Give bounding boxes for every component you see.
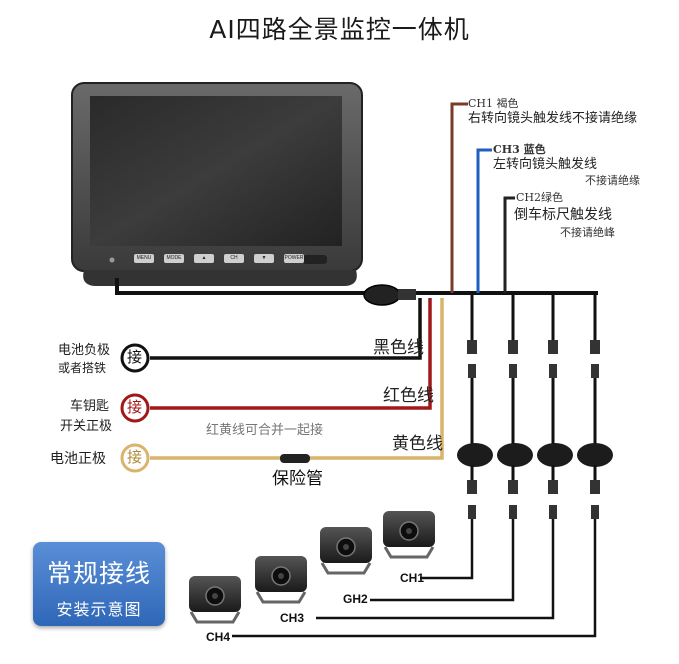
ch2-desc: 倒车标尺触发线	[514, 207, 612, 223]
ch2-tag: CH2绿色	[516, 191, 564, 204]
yellow-knob-text: 接	[127, 448, 143, 466]
lead-2	[370, 293, 533, 602]
down-button: ▼	[254, 254, 274, 263]
ir-sensor	[303, 255, 327, 264]
lead-1	[420, 293, 493, 580]
cam-ch3-label: CH3	[280, 611, 305, 625]
ch3-blue-wire	[476, 148, 492, 293]
cam-ch2-label: GH2	[343, 592, 368, 606]
ch1-brown-wire	[450, 102, 468, 293]
yellow-terminal	[120, 443, 150, 473]
badge-line2: 安装示意图	[56, 602, 142, 619]
fuse-label: 保险管	[272, 469, 323, 488]
monitor-buttons: MENU MODE ▲ CH ▼ POWER	[134, 254, 304, 263]
monitor-screen	[90, 96, 342, 246]
power-led	[109, 257, 115, 263]
cable-connector	[363, 284, 401, 306]
ch3-tag: CH3 蓝色	[493, 143, 546, 156]
yellow-wire-label: 黄色线	[392, 434, 443, 454]
red-knob-text: 接	[127, 398, 143, 416]
camera-1	[383, 511, 435, 559]
camera-4	[189, 576, 241, 624]
cam-ch4-label: CH4	[206, 630, 231, 644]
camera-2	[320, 527, 372, 575]
badge-line1: 常规接线	[46, 560, 151, 588]
lead-3	[316, 293, 573, 620]
ch3-note: 不接请绝缘	[585, 174, 640, 187]
install-badge: 常规接线 安装示意图	[33, 542, 165, 626]
ch2-green-wire	[503, 196, 515, 293]
page-title: AI四路全景监控一体机	[209, 15, 470, 44]
ch1-desc: 右转向镜头触发线不接请绝缘	[468, 111, 638, 126]
red-wire	[150, 298, 432, 410]
mode-button: MODE	[164, 254, 184, 263]
ch-button: CH	[224, 254, 244, 263]
merge-note: 红黄线可合并一起接	[206, 423, 324, 438]
terminals	[120, 343, 150, 473]
camera-3	[255, 556, 307, 604]
power-wires	[150, 298, 444, 463]
up-button: ▲	[194, 254, 214, 263]
yellow-term-line1: 电池正极	[50, 451, 106, 467]
lead-4	[232, 293, 613, 638]
black-wire-label: 黑色线	[373, 338, 424, 358]
black-term-line1: 电池负极	[58, 343, 111, 358]
cam-ch1-label: CH1	[400, 571, 425, 585]
yellow-wire	[150, 298, 444, 460]
red-term-line2: 开关正极	[60, 419, 113, 434]
black-terminal	[120, 343, 150, 373]
menu-button: MENU	[134, 254, 154, 263]
black-term-line2: 或者搭铁	[58, 361, 107, 375]
fuse	[280, 454, 310, 463]
main-cable	[115, 278, 598, 306]
red-term-line1: 车钥匙	[70, 399, 110, 414]
red-terminal	[120, 393, 150, 423]
ch2-note: 不接请绝峰	[560, 226, 615, 239]
ch1-tag: CH1 褐色	[468, 97, 519, 110]
camera-leads	[232, 293, 613, 638]
monitor	[71, 82, 363, 286]
signal-wires	[450, 102, 515, 293]
ch3-desc: 左转向镜头触发线	[493, 157, 598, 172]
red-wire-label: 红色线	[383, 386, 434, 406]
power-button: POWER	[284, 254, 304, 263]
black-wire	[150, 298, 422, 360]
black-knob-text: 接	[127, 348, 143, 366]
